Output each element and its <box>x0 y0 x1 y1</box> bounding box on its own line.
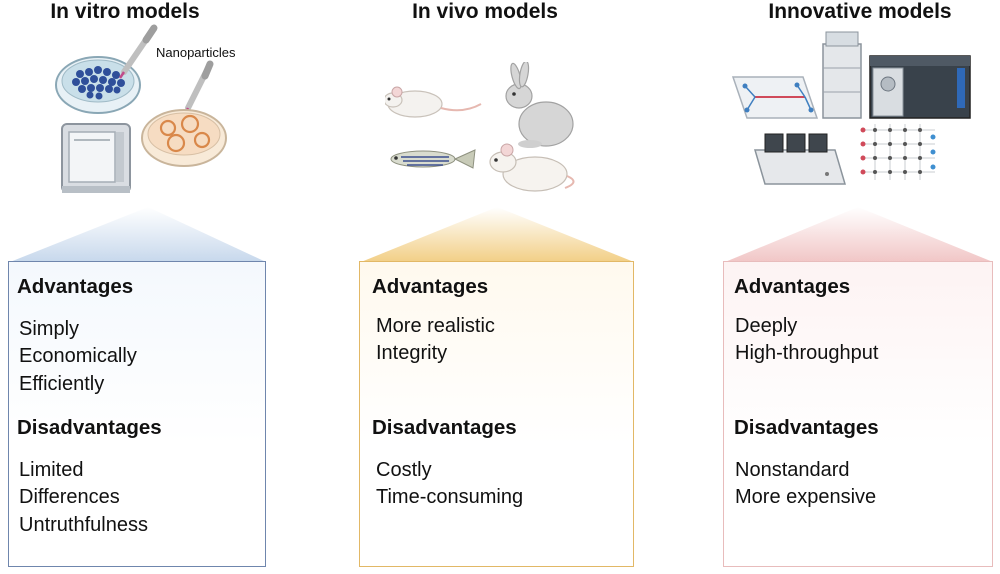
advantage-item: More realistic <box>376 315 495 337</box>
disadvantage-item: Differences <box>19 486 120 508</box>
chromatography-system-icon <box>822 31 971 119</box>
pipette-icon <box>118 24 158 79</box>
petri-dish-icon <box>55 56 141 114</box>
disadvantage-item: Nonstandard <box>735 459 850 481</box>
in-vivo-title: In vivo models <box>412 0 558 23</box>
plate-reader-icon <box>753 133 847 185</box>
mouse-icon <box>385 86 482 118</box>
in-vivo-illustration <box>385 62 585 197</box>
advantage-item: High-throughput <box>735 342 879 364</box>
disadvantage-item: Time-consuming <box>376 486 524 508</box>
advantage-item: Efficiently <box>19 373 105 395</box>
dot-matrix-icon <box>860 124 936 180</box>
3d-printer-icon <box>61 123 131 193</box>
advantages-heading: Advantages <box>372 275 489 298</box>
zebrafish-icon <box>390 149 476 169</box>
organ-on-chip-icon <box>731 76 819 119</box>
advantage-item: Economically <box>19 345 137 367</box>
in-vivo-box: Advantages More realistic Integrity Disa… <box>359 261 634 567</box>
disadvantage-item: Limited <box>19 459 84 481</box>
disadvantages-heading: Disadvantages <box>17 416 162 439</box>
nanoparticles-label: Nanoparticles <box>156 45 236 60</box>
innovative-illustration <box>725 22 980 192</box>
rabbit-icon <box>505 62 574 148</box>
disadvantages-heading: Disadvantages <box>734 416 879 439</box>
disadvantage-item: Untruthfulness <box>19 514 148 536</box>
rat-icon <box>489 143 575 192</box>
in-vivo-funnel <box>361 207 634 262</box>
advantages-heading: Advantages <box>17 275 134 298</box>
in-vitro-box: Advantages Simply Economically Efficient… <box>8 261 266 567</box>
innovative-box: Advantages Deeply High-throughput Disadv… <box>723 261 993 567</box>
in-vitro-illustration <box>50 22 270 202</box>
pipette-icon <box>183 60 214 116</box>
innovative-title: Innovative models <box>768 0 952 23</box>
advantage-item: Simply <box>19 318 80 340</box>
disadvantages-heading: Disadvantages <box>372 416 517 439</box>
in-vitro-funnel <box>10 207 266 262</box>
advantage-item: Deeply <box>735 315 798 337</box>
in-vitro-title: In vitro models <box>50 0 200 23</box>
advantages-heading: Advantages <box>734 275 851 298</box>
advantage-item: Integrity <box>376 342 448 364</box>
innovative-funnel <box>725 207 993 262</box>
disadvantage-item: Costly <box>376 459 432 481</box>
disadvantage-item: More expensive <box>735 486 877 508</box>
